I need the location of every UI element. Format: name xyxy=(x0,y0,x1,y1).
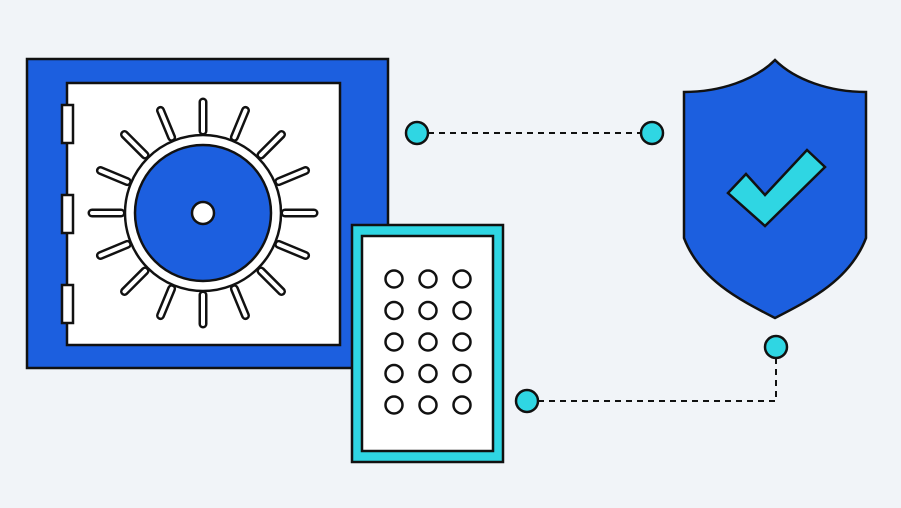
safe-hinge-middle xyxy=(60,193,75,235)
combination-dial-icon xyxy=(123,133,283,293)
keypad-button xyxy=(384,300,404,321)
dial-spoke xyxy=(158,108,174,140)
connector-dot-right xyxy=(639,120,665,146)
dial-spoke xyxy=(276,242,308,258)
keypad-button xyxy=(452,332,472,352)
keypad-button xyxy=(418,332,438,352)
keypad-button xyxy=(452,300,472,321)
dial-spoke xyxy=(158,286,174,318)
keypad-buttons xyxy=(384,269,472,415)
keypad-button xyxy=(384,332,404,352)
dial-spoke xyxy=(122,132,148,158)
dial-spoke xyxy=(122,268,148,294)
keypad-button xyxy=(384,395,404,415)
keypad-button xyxy=(384,269,404,289)
checkmark-icon xyxy=(726,148,827,228)
keypad-button xyxy=(418,395,438,415)
connector-dot-shield xyxy=(763,334,789,360)
dial-spoke xyxy=(258,132,284,158)
keypad-button xyxy=(452,395,472,415)
keypad-button xyxy=(418,363,438,384)
keypad-button xyxy=(418,300,438,321)
dial-spoke xyxy=(98,168,130,184)
dashed-connector-bottom xyxy=(514,334,789,414)
safe-hinge-bottom xyxy=(60,283,75,325)
dial-spoke xyxy=(98,242,130,258)
safe-hinge-top xyxy=(60,103,75,145)
keypad-button xyxy=(384,363,404,384)
dial-spoke xyxy=(232,108,248,140)
connector-dot-left xyxy=(404,120,430,146)
dial-spoke xyxy=(232,286,248,318)
keypad-icon xyxy=(350,223,505,464)
dashed-connector-top xyxy=(404,120,665,146)
dial-center xyxy=(190,200,216,226)
keypad-button xyxy=(452,363,472,384)
keypad-button xyxy=(418,269,438,289)
shield-check-icon xyxy=(682,58,868,320)
keypad-button xyxy=(452,269,472,289)
safe-icon xyxy=(25,57,390,370)
dial-spoke xyxy=(258,268,284,294)
dial-spokes xyxy=(87,97,319,329)
dial-spoke xyxy=(276,168,308,184)
connector-dot-keypad xyxy=(514,388,540,414)
